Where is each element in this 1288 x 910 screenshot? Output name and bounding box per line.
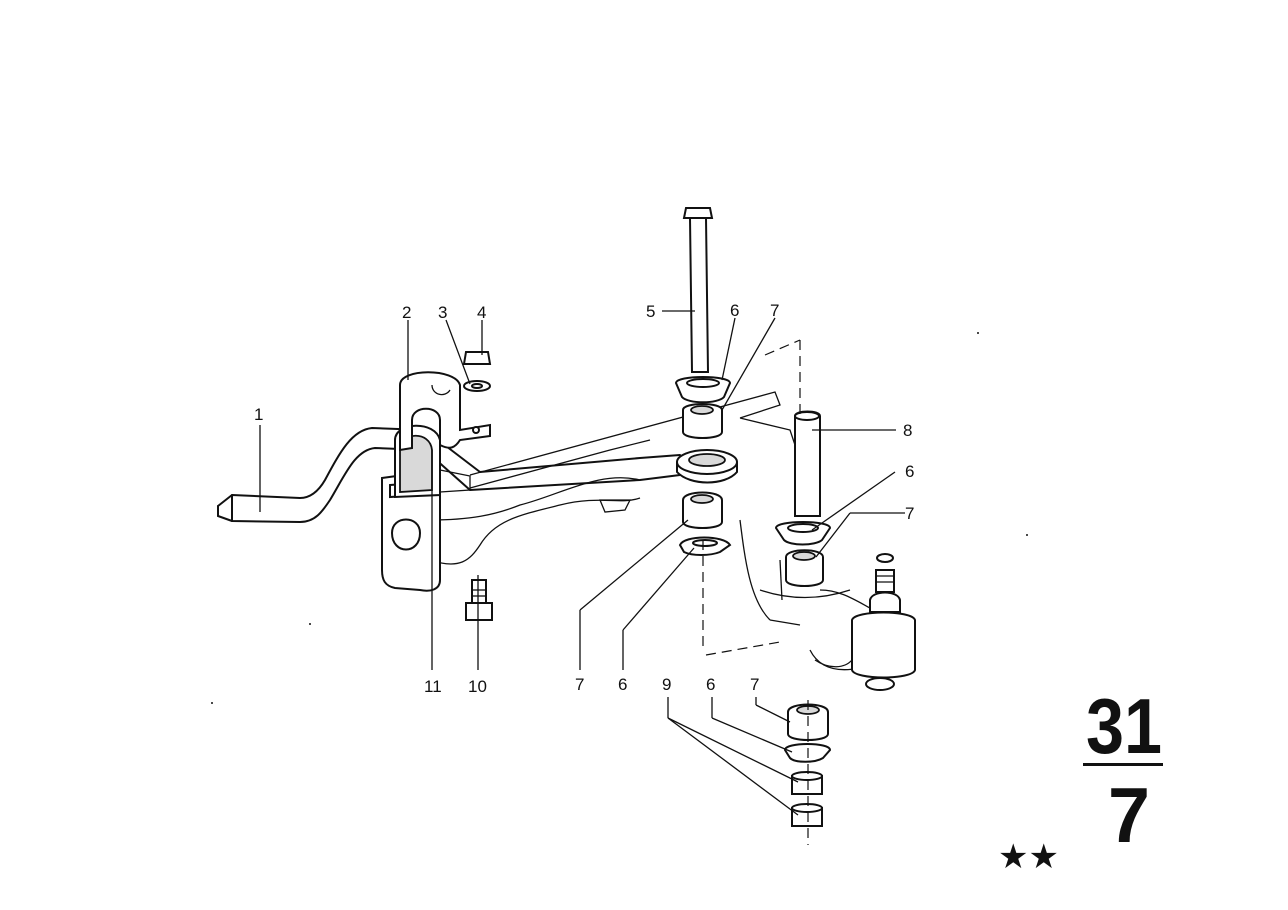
nut-and-washer — [462, 351, 492, 392]
control-arm-ball-joint — [814, 553, 916, 691]
assembly-axes — [702, 339, 809, 845]
group-main-number: 31 — [1086, 682, 1162, 770]
star-rating: ★★ — [998, 837, 1059, 877]
stabilizer-link-eye — [676, 449, 738, 484]
label-6-right: 6 — [905, 462, 914, 481]
label-1: 1 — [254, 405, 263, 424]
upper-washer — [674, 376, 732, 404]
label-6-bottom: 6 — [706, 675, 715, 694]
upper-bushing — [682, 403, 723, 439]
label-6-lower: 6 — [618, 675, 627, 694]
group-sub-number: 7 — [1108, 771, 1150, 859]
label-7-bottom: 7 — [750, 675, 759, 694]
label-7-upper: 7 — [770, 301, 779, 320]
label-4: 4 — [477, 303, 486, 322]
group-number: 31 7 — [1083, 682, 1163, 859]
lower-bushing — [682, 491, 723, 529]
label-5: 5 — [646, 302, 655, 321]
label-9: 9 — [662, 675, 671, 694]
castle-nut-lower — [791, 803, 823, 827]
label-3: 3 — [438, 303, 447, 322]
stabilizer-bar — [217, 427, 681, 523]
part-labels: 1 2 3 4 5 6 7 8 6 7 11 10 7 6 9 6 7 — [254, 301, 914, 696]
label-2: 2 — [402, 303, 411, 322]
label-10: 10 — [468, 677, 487, 696]
label-6-upper: 6 — [730, 301, 739, 320]
leader-lines — [259, 310, 905, 816]
long-bolt — [682, 207, 714, 373]
bracket-bolt — [465, 579, 493, 621]
castle-nut-upper — [791, 771, 823, 795]
right-washer — [774, 521, 832, 546]
scan-specks — [211, 332, 1028, 704]
lower-washer — [678, 536, 732, 556]
label-7-lower: 7 — [575, 675, 584, 694]
spacer-sleeve — [794, 410, 821, 517]
label-7-right: 7 — [905, 504, 914, 523]
axle-carrier-outline — [429, 391, 861, 671]
right-bushing — [785, 549, 824, 587]
bracket-strap — [399, 371, 491, 452]
label-11: 11 — [424, 677, 442, 696]
group-divider — [1083, 763, 1163, 766]
label-8: 8 — [903, 421, 912, 440]
